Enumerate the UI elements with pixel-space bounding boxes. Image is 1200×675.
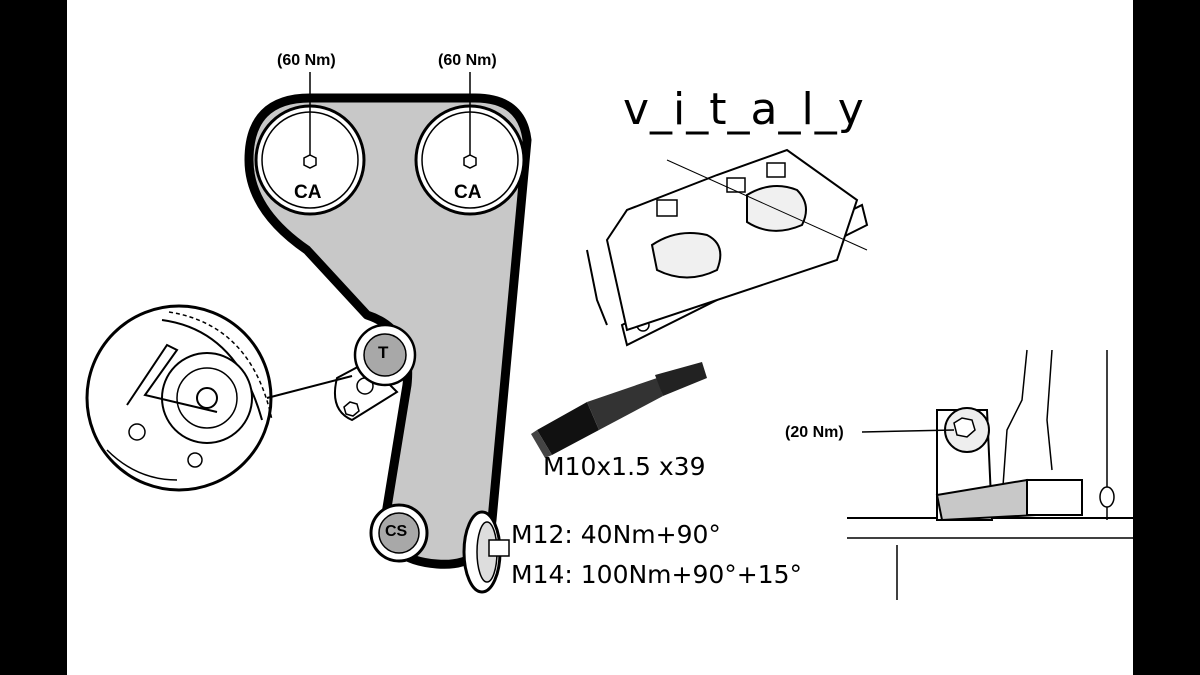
tensioner-detail-view [85, 304, 353, 492]
cam-label-right: CA [454, 182, 482, 203]
hex-bolt-icon [303, 154, 317, 169]
cam-torque-right: (60 Nm) [438, 52, 497, 69]
crankshaft-pulley [369, 503, 429, 563]
crank-bolt-m12-spec: M12: 40Nm+90° [511, 520, 721, 549]
timing-belt-diagram [85, 72, 1133, 605]
crank-label: CS [385, 523, 408, 540]
timing-pin [531, 362, 707, 458]
cam-label-left: CA [294, 182, 322, 203]
camshaft-pulley-right [414, 72, 526, 216]
tensioner-pulley [333, 323, 417, 422]
hex-bolt-icon [463, 154, 477, 169]
cam-torque-left: (60 Nm) [277, 52, 336, 69]
tensioner-bolt-torque: (20 Nm) [785, 424, 844, 441]
camshaft-pulley-left [254, 72, 366, 216]
camshaft-locking-tool [586, 148, 869, 347]
crank-pulley-side-view [462, 510, 510, 594]
timing-pin-spec: M10x1.5 x39 [543, 452, 706, 481]
tensioner-bolt-detail [847, 349, 1133, 605]
tensioner-label: T [378, 343, 389, 362]
brand-watermark: v_i_t_a_l_y [623, 84, 865, 135]
diagram-canvas: (60 Nm) (60 Nm) CA CA T CS v_i_t_a_l_y (… [67, 0, 1133, 675]
crank-bolt-m14-spec: M14: 100Nm+90°+15° [511, 560, 803, 589]
